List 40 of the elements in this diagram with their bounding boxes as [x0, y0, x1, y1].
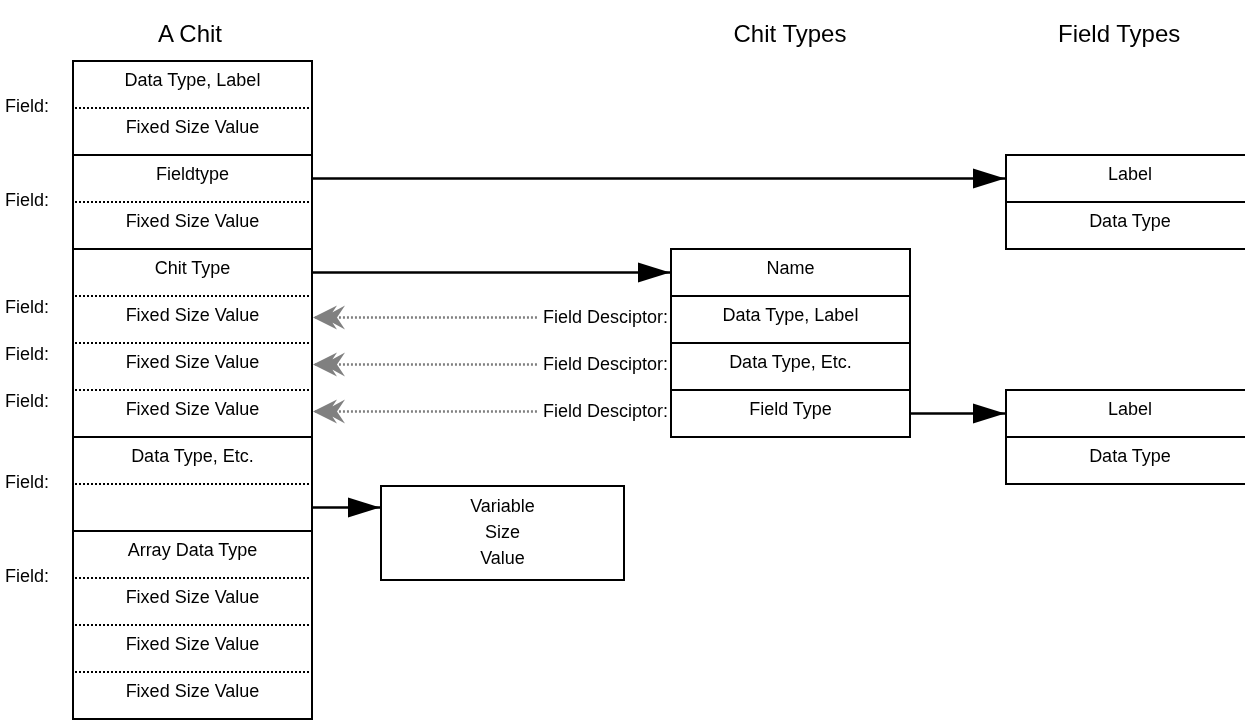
record-field: Fieldtype [72, 154, 313, 203]
record-field: Fixed Size Value [72, 201, 313, 250]
record-field: Fixed Size Value [72, 295, 313, 344]
field-label: Field: [5, 297, 49, 318]
descriptor-label: Field Desciptor: [542, 307, 668, 328]
column-heading: A Chit [157, 20, 223, 48]
record-field: Data Type, Etc. [670, 342, 911, 391]
record-field: Field Type [670, 389, 911, 438]
column-heading: Chit Types [732, 20, 848, 48]
record-field [72, 483, 313, 532]
arrow [313, 497, 380, 518]
record-field: Label [1005, 389, 1245, 438]
arrow [313, 262, 670, 283]
record-field: Name [670, 248, 911, 297]
record-field: Label [1005, 154, 1245, 203]
column-heading: Field Types [1058, 20, 1178, 48]
arrow [313, 168, 1005, 189]
record-field: Data Type [1005, 201, 1245, 250]
field-label: Field: [5, 96, 49, 117]
record-field: Fixed Size Value [72, 342, 313, 391]
value-box: Variable Size Value [380, 485, 625, 581]
record-field: Fixed Size Value [72, 624, 313, 673]
arrow [911, 403, 1005, 424]
field-label: Field: [5, 190, 49, 211]
record-field: Data Type, Etc. [72, 436, 313, 485]
record-field: Chit Type [72, 248, 313, 297]
record-field: Fixed Size Value [72, 671, 313, 720]
record-field: Data Type [1005, 436, 1245, 485]
record-field: Fixed Size Value [72, 577, 313, 626]
record-field: Fixed Size Value [72, 107, 313, 156]
field-label: Field: [5, 566, 49, 587]
descriptor-label: Field Desciptor: [542, 401, 668, 422]
field-label: Field: [5, 391, 49, 412]
record-field: Fixed Size Value [72, 389, 313, 438]
descriptor-label: Field Desciptor: [542, 354, 668, 375]
record-field: Data Type, Label [72, 60, 313, 109]
field-label: Field: [5, 472, 49, 493]
record-field: Data Type, Label [670, 295, 911, 344]
field-label: Field: [5, 344, 49, 365]
record-field: Array Data Type [72, 530, 313, 579]
